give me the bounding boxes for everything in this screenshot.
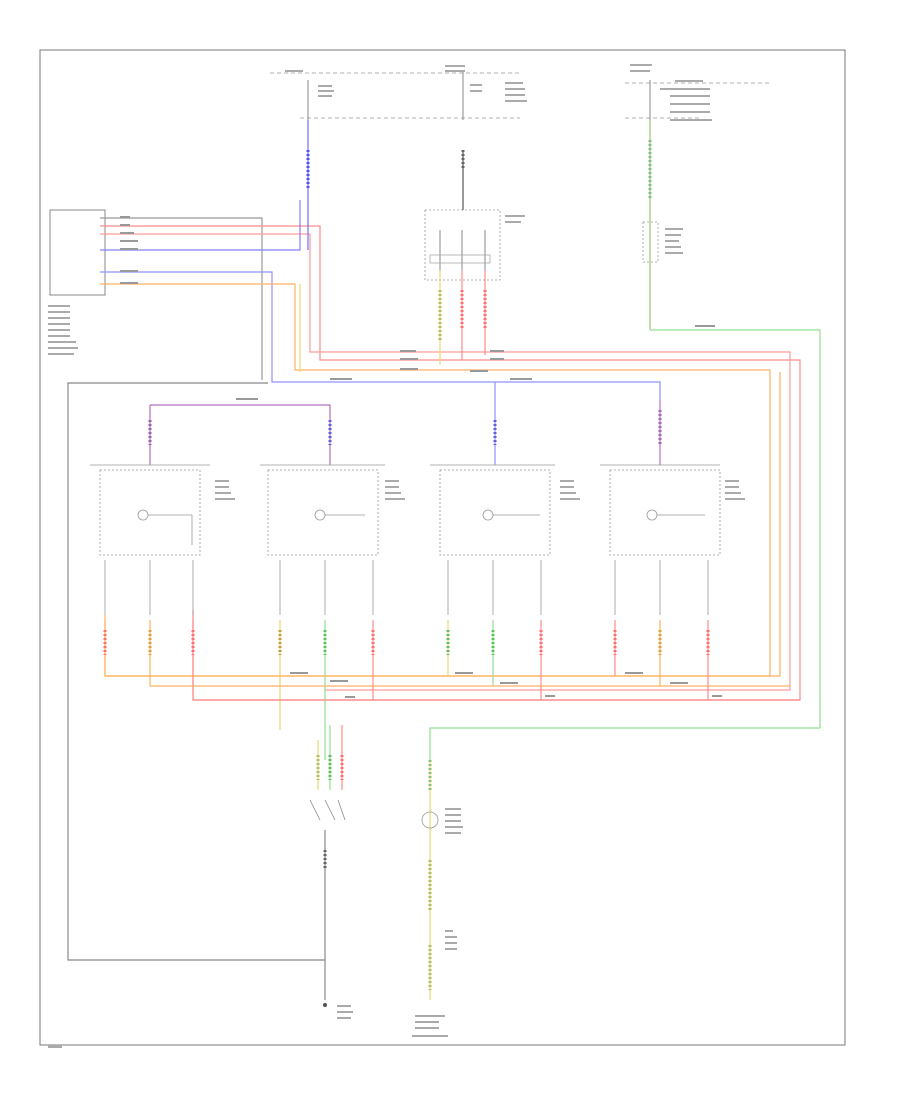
left-return xyxy=(67,382,325,961)
combination-relay xyxy=(424,209,525,281)
window-switch-right-rear xyxy=(600,464,745,700)
lock-switch xyxy=(309,725,353,1019)
switch-bus xyxy=(148,382,662,465)
window-switch-right-front xyxy=(260,464,405,760)
fuse-box-labels xyxy=(285,64,712,121)
power-window-relay xyxy=(642,120,683,330)
driver-module-block xyxy=(48,209,106,355)
window-motor xyxy=(412,760,463,1037)
green-motor-feed xyxy=(429,329,821,760)
window-switch-left-rear xyxy=(430,464,580,700)
relay-outputs xyxy=(438,270,487,365)
diagram-border xyxy=(39,49,846,1046)
lower-rails xyxy=(105,372,800,701)
footer-code xyxy=(48,1045,62,1048)
window-switch-left-front xyxy=(90,464,235,700)
bus-labels xyxy=(120,216,715,400)
fuse-box-top xyxy=(270,70,770,120)
left-block-wires xyxy=(100,200,801,701)
